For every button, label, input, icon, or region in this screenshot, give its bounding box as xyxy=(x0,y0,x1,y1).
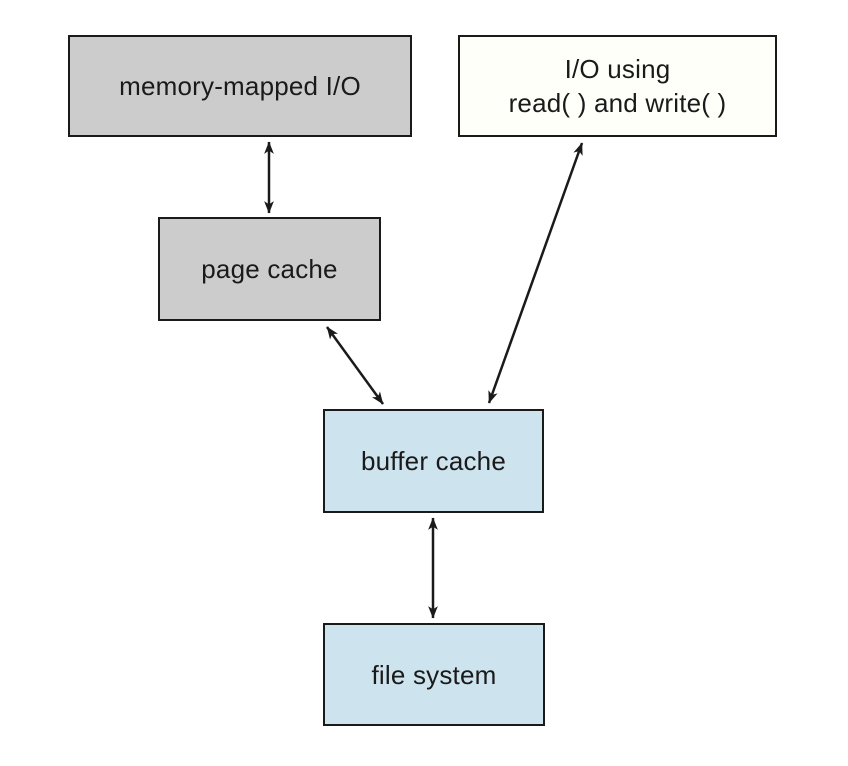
box-memory-mapped-io-label: memory-mapped I/O xyxy=(119,71,361,101)
box-page-cache-label: page cache xyxy=(201,254,338,284)
box-file-system: file system xyxy=(323,623,545,726)
box-file-system-label: file system xyxy=(371,659,497,690)
box-memory-mapped-io: memory-mapped I/O xyxy=(68,35,412,137)
box-buffer-cache-label: buffer cache xyxy=(360,446,507,476)
box-io-read-write-label: I/O using read( ) and write( ) xyxy=(508,54,727,118)
arrow-io-read-write-buffer-cache xyxy=(487,142,584,404)
box-io-read-write: I/O using read( ) and write( ) xyxy=(458,35,777,137)
box-buffer-cache: buffer cache xyxy=(323,409,544,513)
box-page-cache: page cache xyxy=(158,217,381,321)
arrow-page-cache-buffer-cache xyxy=(325,326,385,405)
